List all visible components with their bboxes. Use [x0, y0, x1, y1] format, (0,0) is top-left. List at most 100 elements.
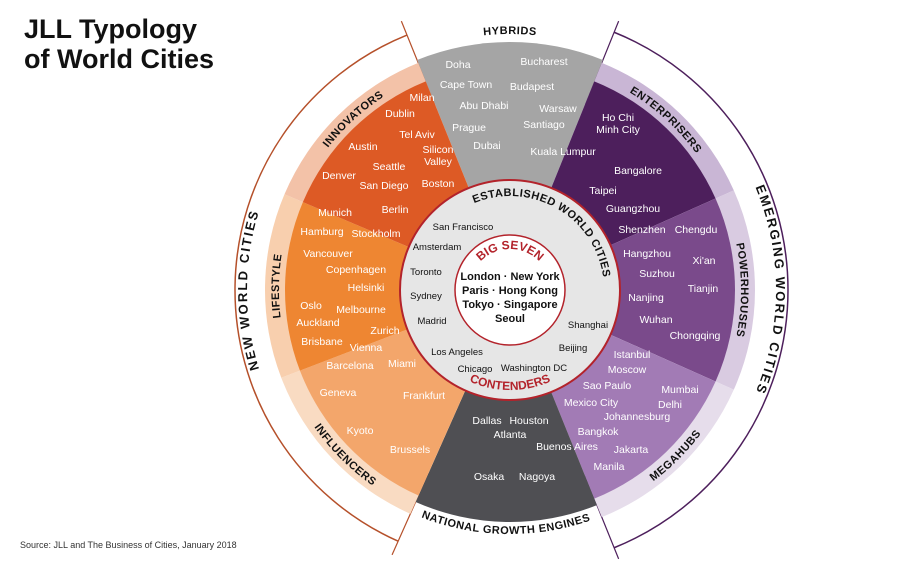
lifestyle-city: Oslo: [300, 300, 322, 312]
contenders-city: Sydney: [410, 291, 442, 302]
powerhouses-city: Nanjing: [628, 292, 664, 304]
contenders-label: CONTENDERS: [468, 371, 552, 393]
megahubs-city: Sao Paulo: [583, 380, 632, 392]
page-title: JLL Typology of World Cities: [24, 14, 214, 74]
contenders-city: Shanghai: [568, 320, 608, 331]
innovators-city: Munich: [318, 207, 352, 219]
emerging-world-cities-label-text: EMERGING WORLD CITIES: [753, 183, 787, 398]
influencers-city: Barcelona: [326, 360, 373, 372]
hybrids-label-text: HYBRIDS: [483, 25, 537, 38]
lifestyle-city: Melbourne: [336, 304, 386, 316]
hybrids-city: Bucharest: [520, 56, 567, 68]
lifestyle-city: Auckland: [296, 317, 339, 329]
national-city: Nagoya: [519, 471, 555, 483]
national-sector: [415, 290, 597, 522]
innovators-city: Boston: [422, 178, 455, 190]
lifestyle-city: Helsinki: [348, 282, 385, 294]
hybrids-city: Cape Town: [440, 79, 493, 91]
new-world-arc: [234, 34, 408, 542]
contenders-city: Madrid: [417, 316, 446, 327]
contenders-city: San Francisco: [433, 222, 494, 233]
influencers-city: Kyoto: [347, 425, 374, 437]
lifestyle-sector: [285, 202, 510, 371]
national-city: Osaka: [474, 471, 505, 483]
national-city: Dallas: [472, 415, 501, 427]
megahubs-city: Manila: [594, 461, 625, 473]
hybrids-city: Kuala Lumpur: [530, 146, 596, 158]
enterprisers-city: Shenzhen: [618, 224, 665, 236]
powerhouses-city: Xi'an: [692, 255, 715, 267]
big-seven-city: Tokyo · Singapore: [462, 299, 557, 311]
powerhouses-city: Hangzhou: [623, 248, 671, 260]
enterprisers-city: Minh City: [596, 124, 641, 136]
enterprisers-city: Bangalore: [614, 165, 662, 177]
hybrids-city: Dubai: [473, 140, 500, 152]
megahubs-city: Istanbul: [614, 349, 651, 361]
national-city: Atlanta: [494, 429, 527, 441]
lifestyle-city: Vancouver: [303, 248, 353, 260]
title-line-1: JLL Typology: [24, 14, 198, 44]
innovators-city: Austin: [348, 141, 377, 153]
innovators-city: Seattle: [373, 161, 406, 173]
innovators-city: Tel Aviv: [399, 129, 435, 141]
powerhouses-label: POWERHOUSES: [733, 242, 750, 338]
influencers-city: Miami: [388, 358, 416, 370]
lifestyle-city: Zurich: [370, 325, 399, 337]
big-seven-city: London · New York: [460, 271, 560, 283]
powerhouses-label-text: POWERHOUSES: [733, 242, 749, 338]
megahubs-city: Moscow: [608, 364, 647, 376]
enterprisers-city: Chengdu: [675, 224, 718, 236]
influencers-city: Geneva: [320, 387, 357, 399]
enterprisers-city: Ho Chi: [602, 112, 634, 124]
megahubs-city: Mumbai: [661, 384, 698, 396]
powerhouses-city: Tianjin: [688, 283, 719, 295]
emerging-world-arc: [613, 31, 789, 549]
hybrids-sector: [417, 41, 603, 290]
lifestyle-city: Copenhagen: [326, 264, 386, 276]
lifestyle-city: Brisbane: [301, 336, 343, 348]
emerging-world-cities-label: EMERGING WORLD CITIES: [753, 183, 789, 398]
lifestyle-city: Vienna: [350, 342, 383, 354]
influencers-city: Brussels: [390, 444, 430, 456]
hybrids-city: Warsaw: [539, 103, 577, 115]
hybrids-label: HYBRIDS: [483, 25, 538, 38]
big-seven-city: Paris · Hong Kong: [462, 285, 558, 297]
innovators-city: Milan: [409, 92, 434, 104]
influencers-city: Frankfurt: [403, 390, 445, 402]
enterprisers-city: Guangzhou: [606, 203, 660, 215]
powerhouses-sector: [510, 198, 736, 382]
megahubs-city: Bangkok: [578, 426, 620, 438]
innovators-city: Denver: [322, 170, 356, 182]
lifestyle-label: LIFESTYLE: [270, 253, 285, 319]
hybrids-city: Abu Dhabi: [459, 100, 508, 112]
megahubs-city: Jakarta: [614, 444, 649, 456]
innovators-city: Silicon: [423, 144, 454, 156]
innovators-city: Dublin: [385, 108, 415, 120]
new-world-cities-label-text: NEW WORLD CITIES: [235, 207, 260, 372]
contenders-city: Amsterdam: [413, 242, 462, 253]
national-city: Houston: [509, 415, 548, 427]
hybrids-city: Budapest: [510, 81, 554, 93]
innovators-city: Berlin: [382, 204, 409, 216]
megahubs-city: Johannesburg: [604, 411, 671, 423]
megahubs-city: Mexico City: [564, 397, 619, 409]
title-line-2: of World Cities: [24, 44, 215, 74]
big-seven-circle: [454, 234, 566, 346]
hybrids-city: Doha: [445, 59, 470, 71]
innovators-city: Valley: [424, 156, 453, 168]
lifestyle-city: Stockholm: [351, 228, 400, 240]
contenders-city: Los Angeles: [431, 347, 483, 358]
big-seven-city: Seoul: [495, 313, 525, 325]
enterprisers-city: Taipei: [589, 185, 616, 197]
powerhouses-city: Suzhou: [639, 268, 675, 280]
lifestyle-city: Hamburg: [300, 226, 343, 238]
hybrids-city: Prague: [452, 122, 486, 134]
innovators-city: San Diego: [359, 180, 408, 192]
powerhouses-city: Chongqing: [670, 330, 721, 342]
national-city: Buenos Aires: [536, 441, 598, 453]
hybrids-city: Santiago: [523, 119, 565, 131]
new-world-cities-label: NEW WORLD CITIES: [235, 207, 262, 372]
powerhouses-city: Wuhan: [639, 314, 672, 326]
megahubs-city: Delhi: [658, 399, 682, 411]
contenders-city: Toronto: [410, 267, 442, 278]
